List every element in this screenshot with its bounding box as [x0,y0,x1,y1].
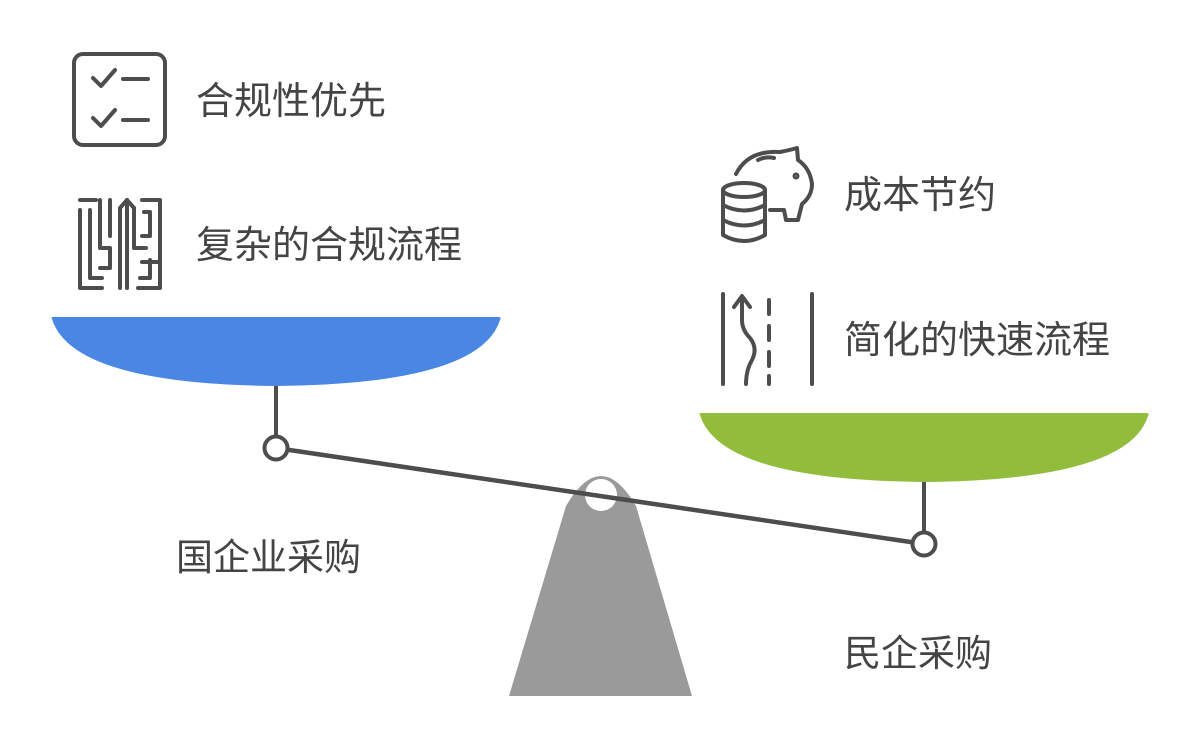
left-item-1-text: 合规性优先 [196,79,386,123]
right-side-label: 民企采购 [844,632,992,675]
maze-icon [78,198,162,290]
left-side-label: 国企业采购 [176,536,361,579]
left-pan [51,317,501,386]
right-item-1-text: 成本节约 [844,173,996,217]
fulcrum [509,476,692,696]
right-pan [699,413,1149,482]
balance-beam [273,445,927,547]
right-beam-joint [910,530,938,558]
right-item-2-text: 简化的快速流程 [844,318,1110,362]
left-item-2-text: 复杂的合规流程 [196,223,462,267]
left-beam-joint [262,434,290,462]
road-lanes-icon [721,292,814,386]
checklist-icon [72,52,167,147]
piggy-bank-coins-icon [721,146,814,243]
